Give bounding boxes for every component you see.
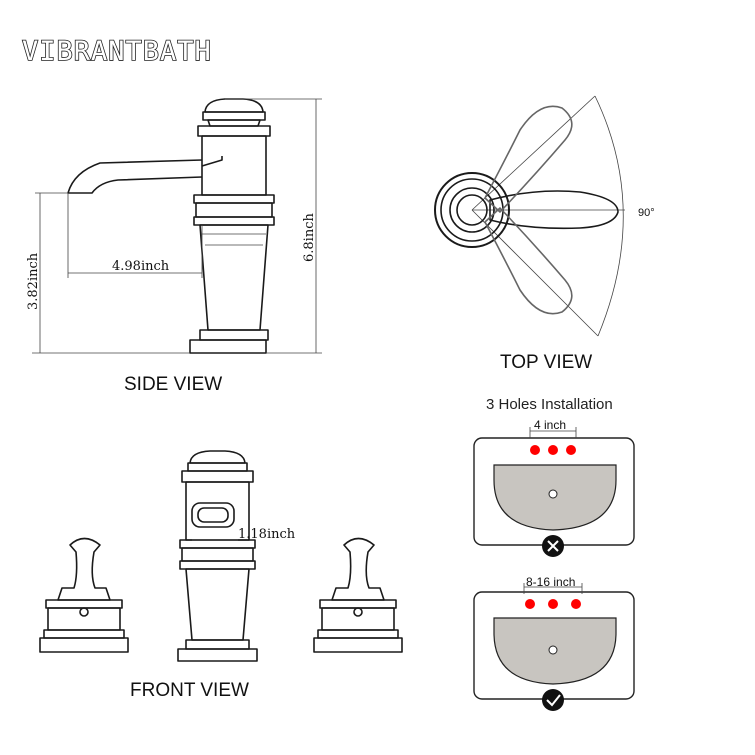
side-view-drawing: [67, 98, 275, 354]
side-view-dimensions: [32, 98, 322, 354]
sink-wrong: [473, 427, 635, 557]
side-view-title: SIDE VIEW: [124, 374, 222, 395]
right-spacing-label: 8-16 inch: [526, 575, 575, 589]
front-view-title: FRONT VIEW: [130, 680, 249, 701]
front-right-handle: [313, 537, 403, 653]
spout-reach-label: 4.98inch: [112, 259, 170, 274]
spout-height-label: 3.82inch: [26, 252, 41, 310]
top-view-drawing: [434, 95, 625, 337]
front-center-spout: [177, 450, 258, 662]
brand-logo: VIBRANTBATH: [22, 36, 212, 67]
wrong-spacing-label: 4 inch: [534, 418, 566, 432]
sink-correct: [473, 583, 635, 711]
rotation-angle-label: 90°: [638, 207, 655, 219]
front-left-handle: [39, 537, 129, 653]
top-view-title: TOP VIEW: [500, 352, 592, 373]
installation-title: 3 Holes Installation: [486, 396, 613, 413]
total-height-label: 6.8inch: [302, 213, 317, 262]
outlet-width-label: 1.18inch: [238, 527, 296, 542]
